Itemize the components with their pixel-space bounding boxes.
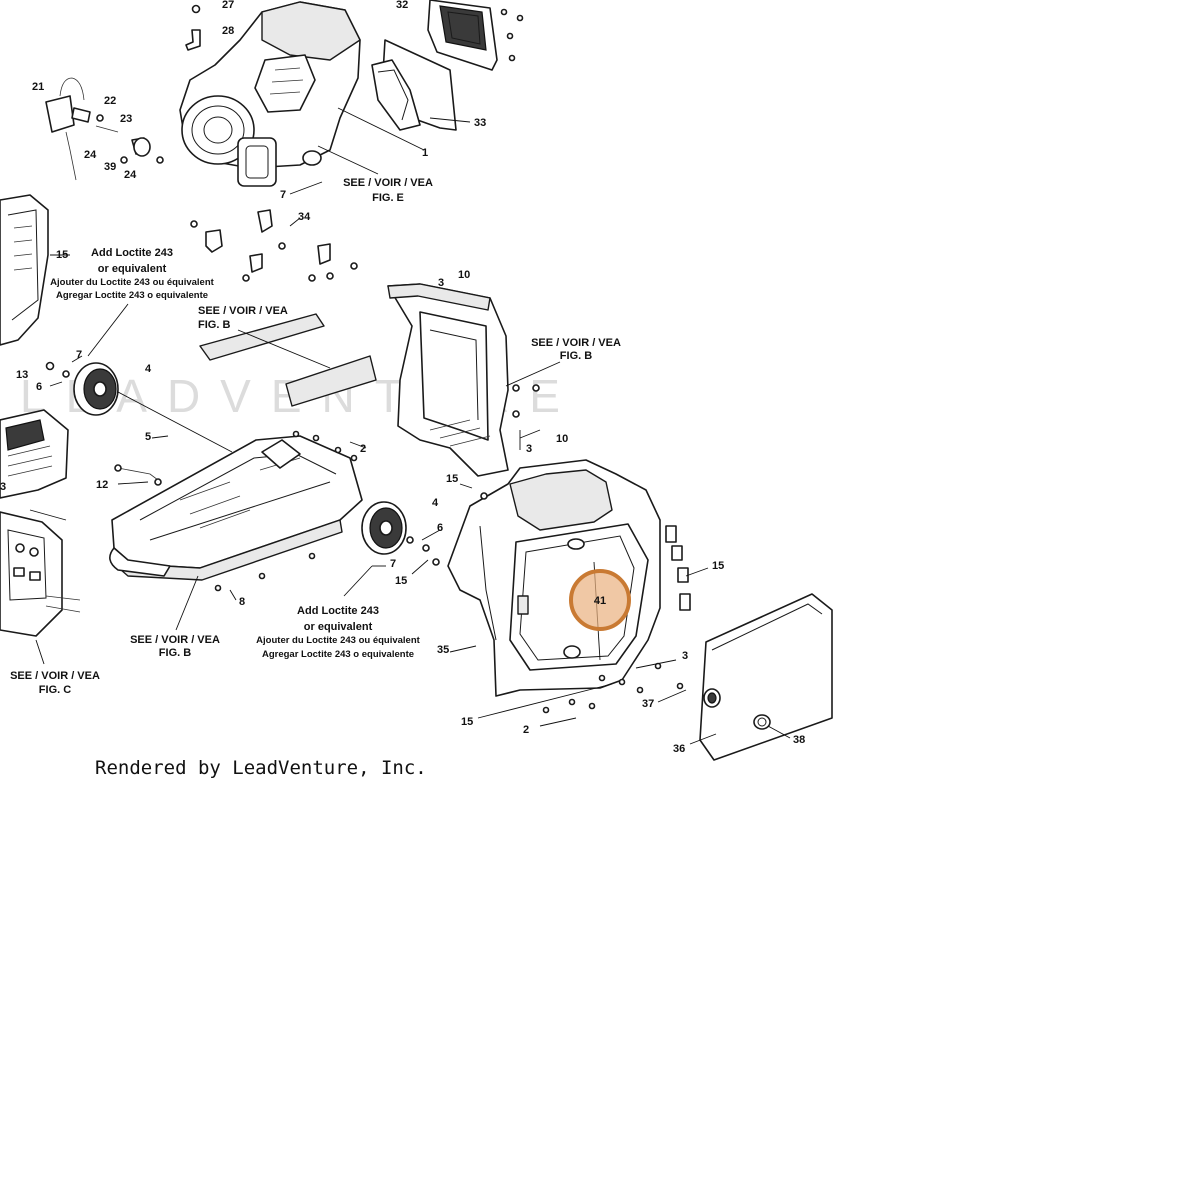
callout-3-c: 3 <box>526 443 532 455</box>
callout-8: 8 <box>239 596 245 608</box>
part-15-right-clips <box>432 492 691 611</box>
svg-text:or equivalent: or equivalent <box>98 263 167 275</box>
callout-41[interactable]: 41 <box>594 595 606 607</box>
svg-text:SEE / VOIR / VEA: SEE / VOIR / VEA <box>531 337 621 349</box>
callout-39: 39 <box>104 161 116 173</box>
loctite-note-1: Add Loctite 243 or equivalent Ajouter du… <box>50 247 214 301</box>
callout-27: 27 <box>222 0 234 11</box>
see-fig-c-note: SEE / VOIR / VEA FIG. C <box>10 670 100 696</box>
callout-3-d: 3 <box>682 650 688 662</box>
svg-text:FIG. B: FIG. B <box>159 647 191 659</box>
credit-text: Rendered by LeadVenture, Inc. <box>95 757 427 779</box>
part-41-highlight[interactable]: 41 <box>569 569 631 631</box>
part-13-inverter <box>0 409 69 499</box>
part-2-screws-top <box>292 430 358 462</box>
callout-15-a: 15 <box>56 249 68 261</box>
callout-2-b: 2 <box>523 724 529 736</box>
part-36-access-panel <box>699 593 833 761</box>
part-4-wheel-left <box>45 361 233 453</box>
callout-13: 13 <box>16 369 28 381</box>
callout-4-b: 4 <box>432 497 439 509</box>
part-35-side-cover <box>447 459 661 697</box>
callout-38: 38 <box>793 734 805 746</box>
callout-15-b: 15 <box>446 473 458 485</box>
svg-text:FIG. C: FIG. C <box>39 684 71 696</box>
part-8-screws <box>214 552 316 592</box>
callout-12: 12 <box>96 479 108 491</box>
part-3-37-screws <box>542 662 684 714</box>
svg-text:SEE / VOIR / VEA: SEE / VOIR / VEA <box>343 177 433 189</box>
callout-1: 1 <box>422 147 428 159</box>
part-12-cable <box>114 464 162 486</box>
part-41-highlight-circle[interactable] <box>569 569 631 631</box>
part-34-brackets <box>190 209 358 282</box>
callout-15-e: 15 <box>461 716 473 728</box>
callout-6-a: 6 <box>36 381 42 393</box>
callout-34: 34 <box>298 211 311 223</box>
svg-text:FIG. B: FIG. B <box>560 350 592 362</box>
svg-text:FIG. E: FIG. E <box>372 192 404 204</box>
engine-assembly <box>179 1 361 187</box>
base-frame <box>109 435 363 581</box>
callout-7-a: 7 <box>280 189 286 201</box>
callout-23: 23 <box>120 113 132 125</box>
callout-24-a: 24 <box>84 149 97 161</box>
handle-tube <box>199 313 377 407</box>
callout-7-c: 7 <box>390 558 396 570</box>
callout-21: 21 <box>32 81 44 93</box>
callout-4-a: 4 <box>145 363 152 375</box>
callout-5: 5 <box>145 431 151 443</box>
fig-c-control-panel <box>0 511 81 637</box>
callout-36: 36 <box>673 743 685 755</box>
callout-numbers: 27 28 32 21 22 23 24 24 39 33 1 7 34 15 … <box>0 0 805 755</box>
part-21-bracket <box>45 77 91 181</box>
leader-lines <box>29 107 791 745</box>
callout-15-c: 15 <box>395 575 407 587</box>
callout-3-a: 3 <box>438 277 444 289</box>
part-22-24-screws <box>95 114 164 164</box>
frame-handle <box>387 283 540 477</box>
loctite-note-2: Add Loctite 243 or equivalent Ajouter du… <box>256 605 420 660</box>
part-15-left-panel <box>0 194 49 346</box>
part-32-panel <box>427 0 524 71</box>
svg-text:FIG. B: FIG. B <box>198 319 230 331</box>
svg-text:Ajouter du Loctite 243 ou équi: Ajouter du Loctite 243 ou équivalent <box>50 277 214 288</box>
see-fig-e-note: SEE / VOIR / VEA FIG. E <box>343 177 433 204</box>
callout-7-b: 7 <box>76 349 82 361</box>
callout-3-b: 3 <box>0 481 6 493</box>
callout-10-a: 10 <box>458 269 470 281</box>
svg-text:Ajouter du Loctite 243 ou équi: Ajouter du Loctite 243 ou équivalent <box>256 635 420 646</box>
callout-24-b: 24 <box>124 169 137 181</box>
svg-text:SEE / VOIR / VEA: SEE / VOIR / VEA <box>198 305 288 317</box>
callout-35: 35 <box>437 644 449 656</box>
svg-text:Add Loctite 243: Add Loctite 243 <box>297 605 379 617</box>
callout-15-d: 15 <box>712 560 724 572</box>
part-27-28 <box>185 4 201 51</box>
svg-text:SEE / VOIR / VEA: SEE / VOIR / VEA <box>10 670 100 682</box>
svg-text:or equivalent: or equivalent <box>304 621 373 633</box>
svg-text:SEE / VOIR / VEA: SEE / VOIR / VEA <box>130 634 220 646</box>
see-fig-b-note-2: SEE / VOIR / VEA FIG. B <box>531 337 621 362</box>
callout-6-b: 6 <box>437 522 443 534</box>
svg-text:Agregar Loctite 243 o equivale: Agregar Loctite 243 o equivalente <box>56 290 208 301</box>
callout-10-b: 10 <box>556 433 568 445</box>
part-33-shroud <box>371 39 457 131</box>
see-fig-b-note-1: SEE / VOIR / VEA FIG. B <box>198 305 288 331</box>
callout-32: 32 <box>396 0 408 11</box>
part-4-wheel-right <box>361 501 430 555</box>
callout-33: 33 <box>474 117 486 129</box>
callout-28: 28 <box>222 25 234 37</box>
callout-22: 22 <box>104 95 116 107</box>
see-fig-b-note-3: SEE / VOIR / VEA FIG. B <box>130 634 220 659</box>
callout-37: 37 <box>642 698 654 710</box>
svg-text:Agregar Loctite 243 o equivale: Agregar Loctite 243 o equivalente <box>262 649 414 660</box>
callout-2-a: 2 <box>360 443 366 455</box>
svg-text:Add Loctite 243: Add Loctite 243 <box>91 247 173 259</box>
